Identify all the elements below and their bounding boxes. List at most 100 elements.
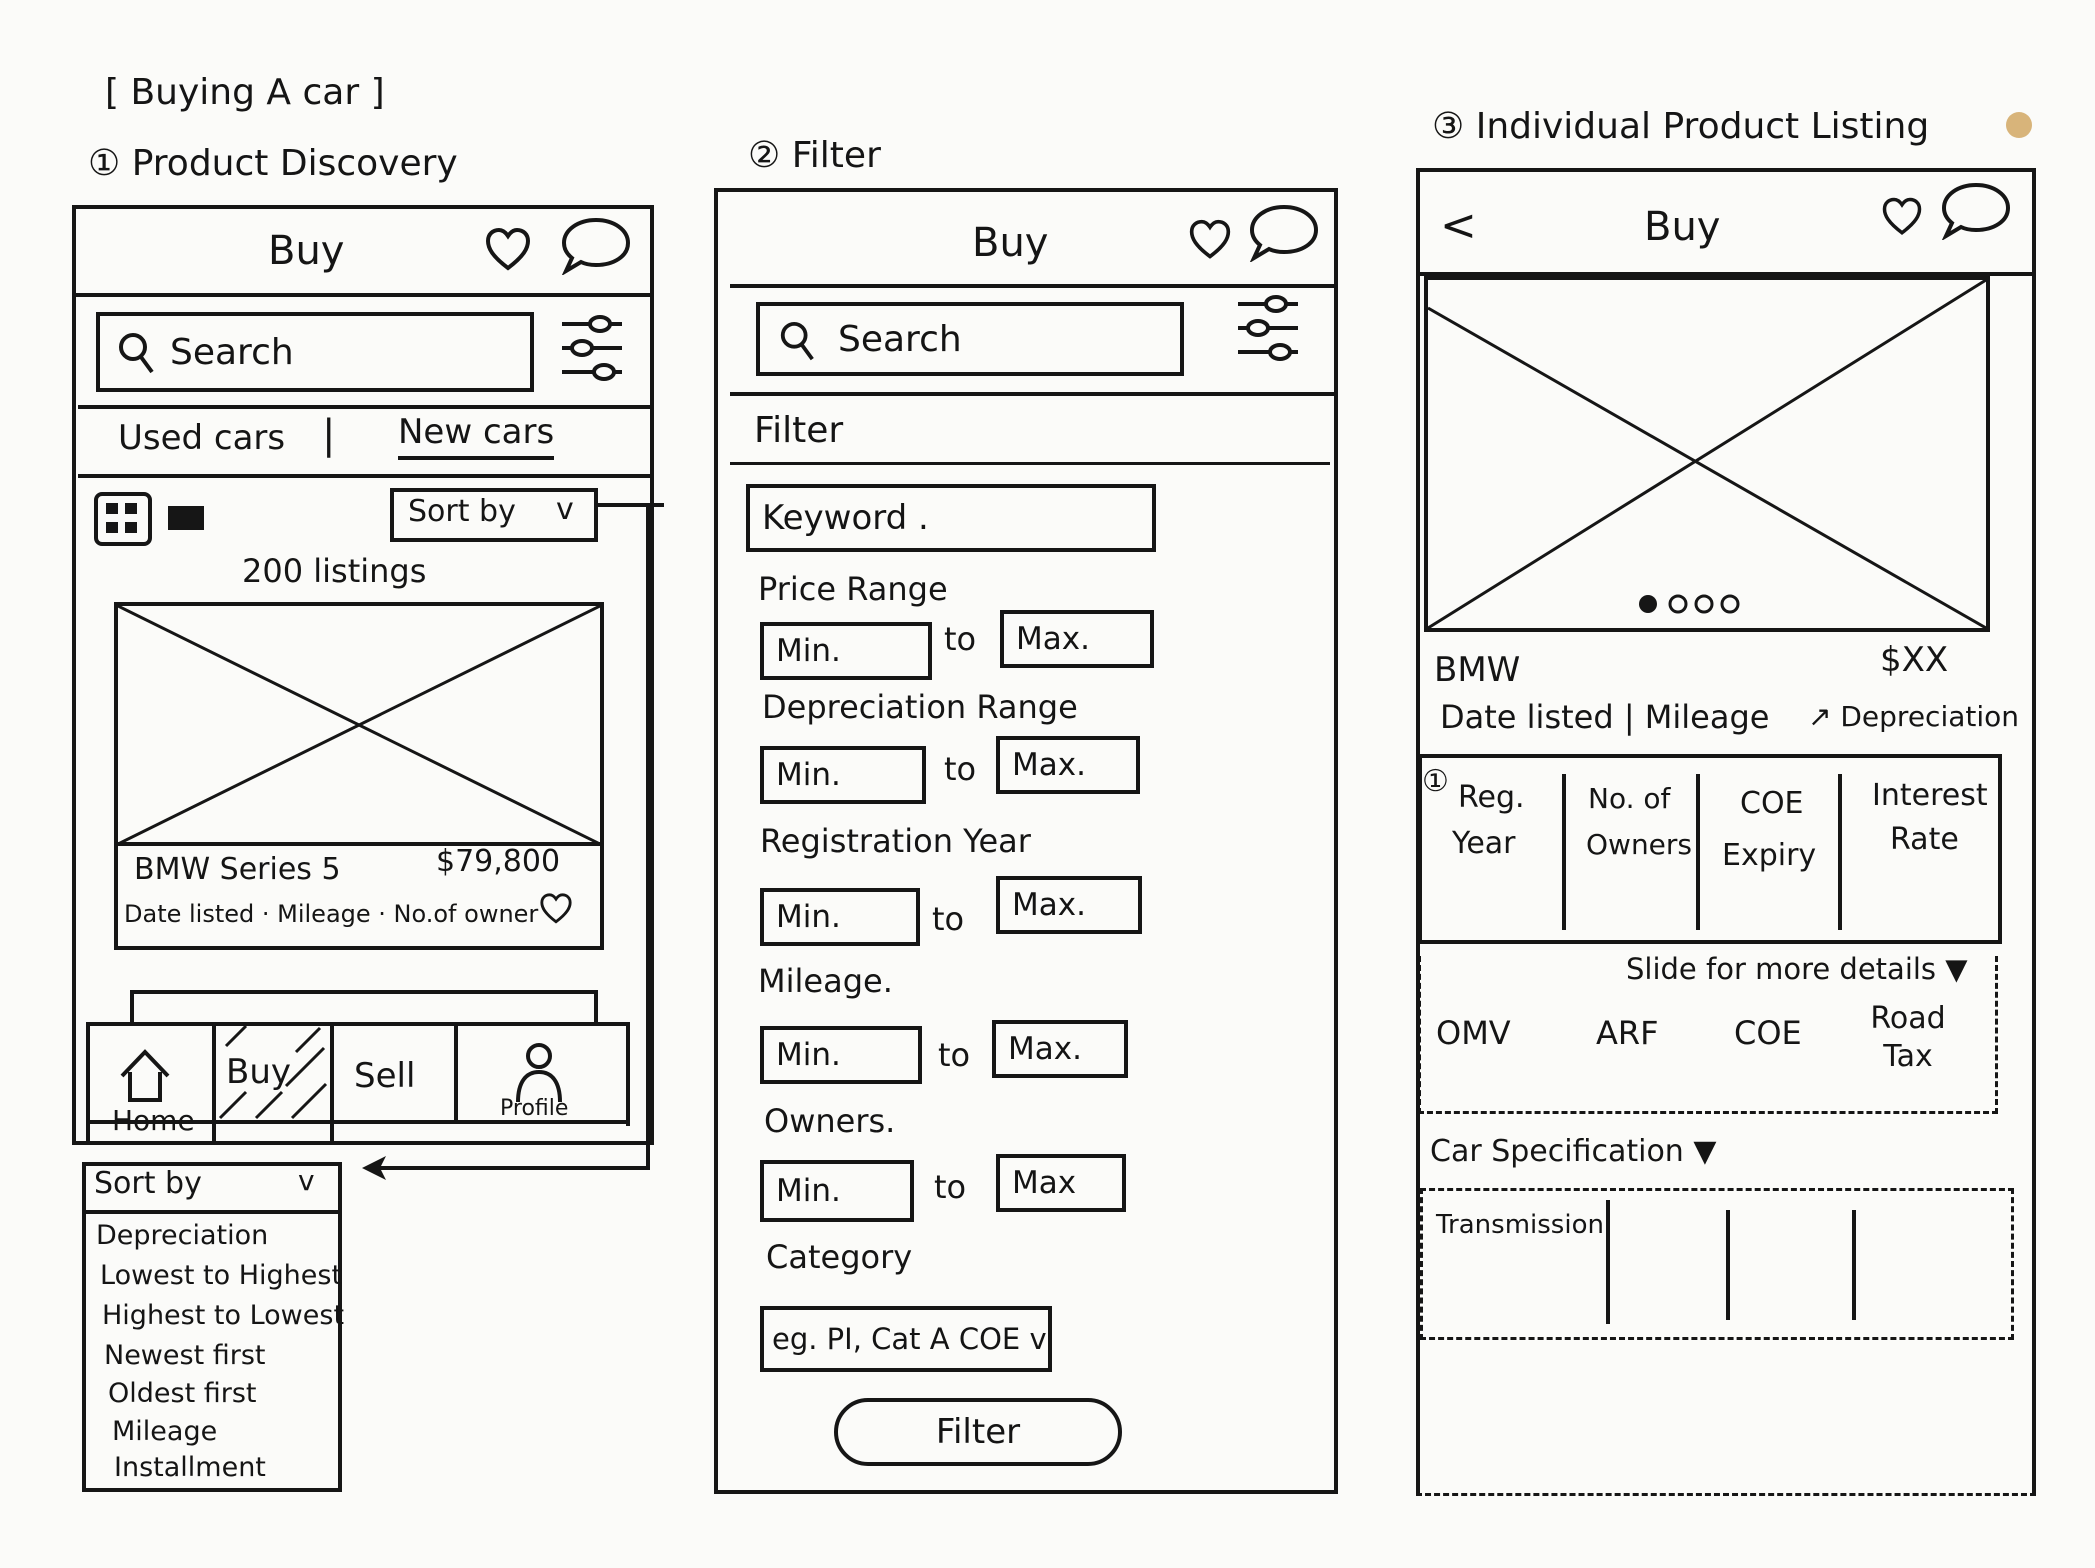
- sort-option-installment[interactable]: Installment: [114, 1452, 266, 1483]
- list-view-icon[interactable]: [168, 506, 204, 530]
- info-interest-line1: Interest: [1872, 778, 1988, 813]
- screen2-search-input[interactable]: Search: [756, 302, 1184, 376]
- depreciation-min-input[interactable]: Min.: [760, 746, 926, 804]
- heart-icon[interactable]: [1880, 196, 1924, 238]
- tab-used-cars[interactable]: Used cars: [118, 418, 286, 458]
- price-range-label: Price Range: [758, 570, 948, 608]
- spec-transmission: Transmission: [1436, 1210, 1604, 1240]
- mileage-min-input[interactable]: Min.: [760, 1026, 922, 1084]
- registration-to-label: to: [932, 900, 965, 938]
- detail-road-tax: Road Tax: [1870, 1001, 1946, 1074]
- active-tab-hatch: [218, 1026, 328, 1120]
- sort-option-oldest[interactable]: Oldest first: [108, 1378, 257, 1409]
- registration-min-input[interactable]: Min.: [760, 888, 920, 946]
- product-image[interactable]: [1424, 276, 1990, 632]
- tab-separator: |: [322, 412, 336, 458]
- owners-to-label: to: [934, 1168, 967, 1206]
- nav-bottom-border: [86, 1120, 630, 1124]
- owners-min-input[interactable]: Min.: [760, 1160, 914, 1222]
- keyword-input[interactable]: Keyword .: [746, 484, 1156, 552]
- nav-right-border: [626, 1022, 630, 1126]
- sort-option-newest[interactable]: Newest first: [104, 1340, 266, 1371]
- screen3-heading: ③ Individual Product Listing: [1432, 106, 1930, 147]
- page-title: [ Buying A car ]: [105, 72, 385, 113]
- nav-profile[interactable]: Profile: [500, 1096, 569, 1121]
- screen3-header-title: Buy: [1644, 204, 1721, 250]
- info-interest-line2: Rate: [1890, 822, 1959, 857]
- nav-sell[interactable]: Sell: [354, 1056, 416, 1096]
- filter-sliders-icon[interactable]: [556, 310, 628, 386]
- car-name: BMW: [1434, 650, 1521, 690]
- chat-icon[interactable]: [1248, 202, 1320, 262]
- chat-icon[interactable]: [560, 215, 632, 275]
- sort-option-lowest-highest[interactable]: Lowest to Highest: [100, 1260, 343, 1291]
- image-placeholder: [118, 606, 600, 844]
- more-details-panel[interactable]: [1418, 956, 1998, 1114]
- car-specification-label[interactable]: Car Specification ▼: [1430, 1134, 1717, 1169]
- price-to-label: to: [944, 620, 977, 658]
- search-icon: [119, 333, 154, 374]
- card-price: $79,800: [436, 844, 561, 879]
- car-meta: Date listed | Mileage: [1440, 698, 1770, 736]
- nav-buy[interactable]: Buy: [226, 1052, 291, 1092]
- sort-dropdown-label: Sort by: [94, 1166, 202, 1201]
- price-max-input[interactable]: Max.: [1000, 610, 1154, 668]
- owners-max-input[interactable]: Max: [996, 1154, 1126, 1212]
- screen3-header-divider: [1416, 272, 2036, 276]
- connector-line: [646, 503, 650, 1170]
- sort-option-mileage[interactable]: Mileage: [112, 1416, 218, 1447]
- detail-omv: OMV: [1436, 1014, 1511, 1052]
- filter-sliders-icon[interactable]: [1232, 290, 1304, 366]
- info-owners-line1: No. of: [1588, 782, 1671, 815]
- tab-new-cars[interactable]: New cars: [398, 412, 555, 460]
- sort-dropdown-divider: [82, 1210, 342, 1214]
- sort-option-depreciation[interactable]: Depreciation: [96, 1220, 269, 1251]
- sort-option-highest-lowest[interactable]: Highest to Lowest: [102, 1300, 345, 1331]
- listing-card[interactable]: [114, 602, 604, 950]
- filter-button[interactable]: Filter: [834, 1398, 1122, 1466]
- carousel-dots-icon[interactable]: [1634, 590, 1754, 618]
- screen2-header-divider: [730, 284, 1338, 288]
- filter-title: Filter: [754, 410, 844, 451]
- screen1-frame: [72, 205, 654, 1145]
- info-number: ①: [1422, 764, 1449, 799]
- registration-max-input[interactable]: Max.: [996, 876, 1142, 934]
- screen2-heading: ② Filter: [748, 135, 881, 176]
- category-label: Category: [766, 1238, 913, 1276]
- screen1-header-title: Buy: [268, 228, 345, 274]
- depreciation-max-input[interactable]: Max.: [996, 736, 1140, 794]
- car-price: $XX: [1880, 640, 1949, 680]
- heart-icon[interactable]: [1188, 218, 1232, 262]
- screen2-frame: [714, 188, 1338, 1494]
- info-col-divider: [1562, 774, 1566, 930]
- category-select[interactable]: eg. PI, Cat A COE v: [760, 1306, 1052, 1372]
- screen2-header-title: Buy: [972, 220, 1049, 266]
- screen2-search-divider: [730, 392, 1338, 396]
- nav-left-border: [86, 1022, 90, 1142]
- card-car-name: BMW Series 5: [134, 852, 341, 887]
- slide-more-details-label[interactable]: Slide for more details ▼: [1626, 952, 1968, 986]
- nav-divider: [330, 1022, 334, 1142]
- detail-arf: ARF: [1596, 1014, 1659, 1052]
- depreciation-range-label: Depreciation Range: [762, 688, 1078, 726]
- price-min-input[interactable]: Min.: [760, 622, 932, 680]
- nav-top-border: [86, 1022, 630, 1026]
- sort-by-label: Sort by: [408, 494, 516, 529]
- connector-line: [598, 503, 664, 507]
- screen1-search-input[interactable]: Search: [96, 312, 534, 392]
- sort-by-button[interactable]: [390, 488, 598, 542]
- heart-icon[interactable]: [538, 892, 574, 926]
- chat-icon[interactable]: [1940, 180, 2012, 240]
- info-col-divider: [1838, 774, 1842, 930]
- arrow-left-icon: [362, 1156, 386, 1180]
- depreciation-to-label: to: [944, 750, 977, 788]
- info-reg-year-line2: Year: [1452, 826, 1516, 861]
- grid-view-icon[interactable]: [92, 490, 156, 550]
- nav-home[interactable]: Home: [112, 1104, 195, 1137]
- heart-icon[interactable]: [484, 226, 532, 274]
- back-arrow-icon[interactable]: <: [1440, 200, 1477, 251]
- screen1-tabs-divider: [78, 474, 650, 478]
- mileage-max-input[interactable]: Max.: [992, 1020, 1128, 1078]
- listings-count: 200 listings: [242, 552, 427, 590]
- car-specification-panel[interactable]: [1420, 1188, 2014, 1340]
